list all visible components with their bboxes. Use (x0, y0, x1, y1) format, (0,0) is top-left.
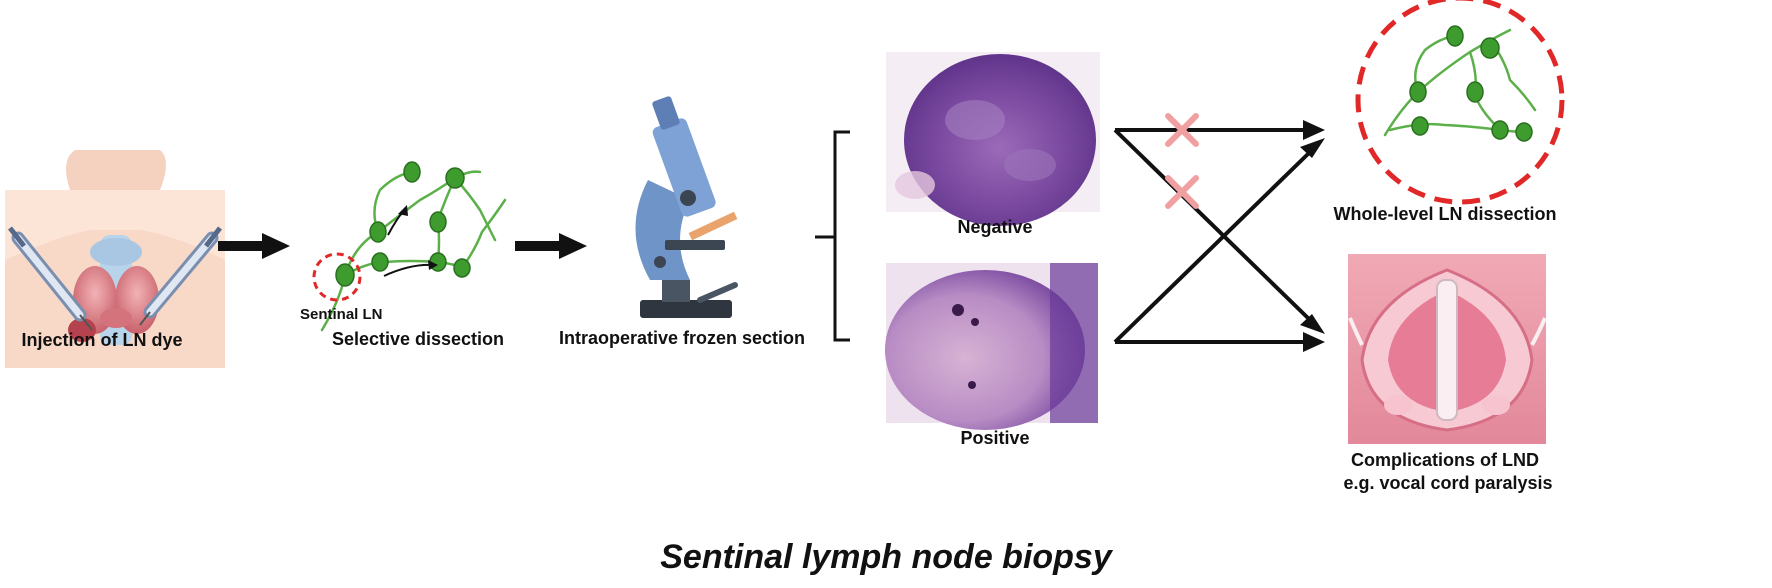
neck-injection-illustration (5, 150, 225, 368)
arrow-to-selective-dissection (218, 233, 290, 259)
diagram-title: Sentinal lymph node biopsy (660, 538, 1112, 576)
thyroid-isthmus (100, 308, 132, 328)
positive-histology-image (885, 263, 1098, 430)
larynx-cartilage (90, 238, 142, 266)
lymph-node (369, 221, 387, 243)
microscope-icon (635, 96, 738, 318)
lymph-node (429, 211, 447, 233)
flow-arrow (383, 263, 433, 277)
dyed-lymph-node (68, 318, 96, 342)
negative-histology-image (886, 52, 1100, 226)
cross-mark-icon (1165, 113, 1199, 147)
right-syringe-icon (139, 226, 222, 326)
neck-skin (66, 150, 166, 190)
lymph-node (429, 252, 447, 272)
frozen-section-label: Intraoperative frozen section (558, 328, 806, 348)
whole-level-dashed-circle (1355, 0, 1565, 205)
lymph-node (335, 263, 355, 287)
result-bracket (815, 130, 850, 342)
decision-arrows (1113, 128, 1312, 344)
whole-level-nodes (1409, 25, 1533, 142)
negative-label: Negative (957, 217, 1033, 237)
lymph-node (453, 258, 471, 278)
cross-mark-icon (1165, 175, 1199, 209)
arrow-positive-to-whole (1113, 150, 1312, 344)
sentinal-ln-label: Sentinal LN (300, 306, 383, 323)
sentinal-node-dashed-circle (312, 252, 362, 302)
whole-level-dissection-label: Whole-level LN dissection (1333, 204, 1557, 224)
arrow-negative-to-complications (1113, 128, 1312, 322)
left-syringe-icon (8, 226, 93, 331)
complications-label: Complications of LND (1351, 450, 1539, 470)
selective-dissection-label: Selective dissection (331, 329, 505, 349)
positive-label: Positive (960, 428, 1030, 448)
lymph-node (403, 161, 421, 183)
complications-example-label: e.g. vocal cord paralysis (1343, 473, 1553, 493)
whole-level-lymph-chain (1383, 28, 1537, 137)
vocal-cord-image (1348, 254, 1547, 444)
arrowheads (1300, 120, 1325, 352)
lymph-nodes-group (335, 161, 471, 287)
injection-label: Injection of LN dye (21, 330, 183, 350)
lymph-node (371, 252, 389, 272)
flow-arrowhead (428, 260, 438, 270)
flow-arrowhead (398, 205, 408, 216)
arrow-to-frozen-section (515, 233, 587, 259)
lymph-node (445, 167, 465, 189)
